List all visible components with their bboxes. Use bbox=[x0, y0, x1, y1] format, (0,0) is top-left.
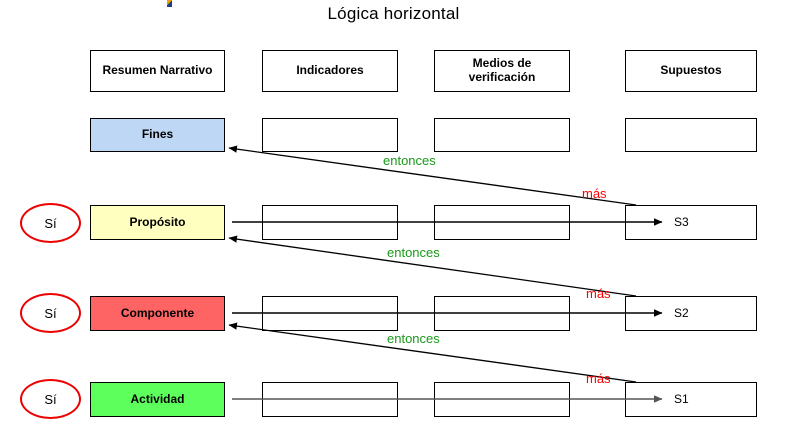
row-label-actividad[interactable]: Actividad bbox=[90, 382, 225, 417]
connector-label-entonces-3: entonces bbox=[387, 331, 440, 346]
entonces-diagonal-arrows bbox=[228, 145, 637, 383]
column-header-medios-line2: verificación bbox=[468, 70, 536, 84]
cell-fines-medios[interactable] bbox=[434, 118, 570, 152]
si-badge-componente[interactable]: Sí bbox=[20, 293, 81, 333]
si-badge-actividad[interactable]: Sí bbox=[20, 379, 81, 419]
cell-proposito-supuesto-s3[interactable]: S3 bbox=[625, 205, 757, 240]
row-label-fines[interactable]: Fines bbox=[90, 118, 225, 152]
cell-componente-supuesto-s2[interactable]: S2 bbox=[625, 296, 757, 331]
cell-fines-supuestos[interactable] bbox=[625, 118, 757, 152]
page-title: Lógica horizontal bbox=[327, 4, 460, 23]
row-label-componente[interactable]: Componente bbox=[90, 296, 225, 331]
column-header-indicadores: Indicadores bbox=[262, 50, 398, 92]
scan-artifact bbox=[167, 0, 172, 7]
cell-proposito-medios[interactable] bbox=[434, 205, 570, 240]
connector-label-entonces-2: entonces bbox=[387, 245, 440, 260]
cell-actividad-supuesto-s1[interactable]: S1 bbox=[625, 382, 757, 417]
column-header-medios-de-verificacion: Medios de verificación bbox=[434, 50, 570, 92]
column-header-resumen-narrativo: Resumen Narrativo bbox=[90, 50, 225, 92]
si-badge-proposito[interactable]: Sí bbox=[20, 203, 81, 243]
connector-label-mas-1: más bbox=[582, 186, 607, 201]
cell-componente-medios[interactable] bbox=[434, 296, 570, 331]
connector-label-mas-2: más bbox=[586, 286, 611, 301]
connector-label-entonces-1: entonces bbox=[383, 153, 436, 168]
connector-label-mas-3: más bbox=[586, 371, 611, 386]
cell-componente-indicadores[interactable] bbox=[262, 296, 398, 331]
cell-actividad-medios[interactable] bbox=[434, 382, 570, 417]
cell-fines-indicadores[interactable] bbox=[262, 118, 398, 152]
column-header-supuestos: Supuestos bbox=[625, 50, 757, 92]
column-header-medios-line1: Medios de bbox=[472, 56, 532, 71]
cell-proposito-indicadores[interactable] bbox=[262, 205, 398, 240]
cell-actividad-indicadores[interactable] bbox=[262, 382, 398, 417]
row-label-proposito[interactable]: Propósito bbox=[90, 205, 225, 240]
